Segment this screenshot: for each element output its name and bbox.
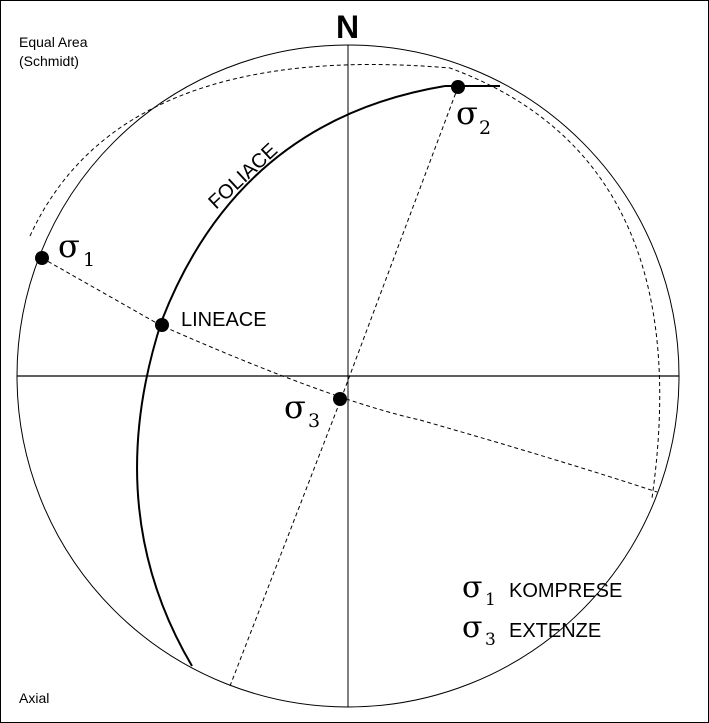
lineation-label: LINEACE bbox=[181, 309, 267, 331]
legend-sigma1-symbol: σ bbox=[462, 570, 482, 605]
legend-sigma1-text: KOMPRESE bbox=[509, 580, 622, 602]
sigma1-point bbox=[35, 251, 49, 265]
legend-sigma3-text: EXTENZE bbox=[509, 620, 601, 642]
projection-label-line1: Equal Area bbox=[19, 34, 88, 50]
sigma2-label: σ 2 bbox=[456, 94, 491, 139]
sigma1-symbol: σ bbox=[58, 227, 80, 265]
north-label: N bbox=[336, 9, 359, 45]
foliation-label: FOLIACE bbox=[204, 139, 282, 213]
sigma3-point bbox=[333, 392, 347, 406]
sigma2-symbol: σ bbox=[456, 94, 478, 132]
legend-sigma3-symbol: σ bbox=[462, 610, 482, 645]
legend-sigma3-subscript: 3 bbox=[485, 630, 496, 650]
footer-label: Axial bbox=[19, 690, 49, 706]
projection-label-line2: (Schmidt) bbox=[19, 53, 79, 69]
dashed-great-circle bbox=[29, 64, 661, 499]
sigma3-symbol: σ bbox=[284, 388, 306, 426]
sigma1-label: σ 1 bbox=[58, 227, 95, 271]
sigma1-subscript: 1 bbox=[83, 249, 95, 271]
sigma2-point bbox=[451, 80, 465, 94]
sigma3-label: σ 3 bbox=[284, 388, 320, 432]
sigma2-subscript: 2 bbox=[479, 117, 491, 139]
legend-sigma1-subscript: 1 bbox=[485, 590, 496, 610]
legend: σ 1 KOMPRESE σ 3 EXTENZE bbox=[462, 570, 622, 650]
lineation-point bbox=[155, 318, 169, 332]
sigma1-sigma3-plane bbox=[41, 257, 658, 493]
sigma3-subscript: 3 bbox=[308, 410, 320, 432]
sigma2-sigma3-plane bbox=[229, 86, 459, 687]
legend-item-sigma1: σ 1 KOMPRESE bbox=[462, 570, 622, 610]
legend-item-sigma3: σ 3 EXTENZE bbox=[462, 610, 601, 650]
